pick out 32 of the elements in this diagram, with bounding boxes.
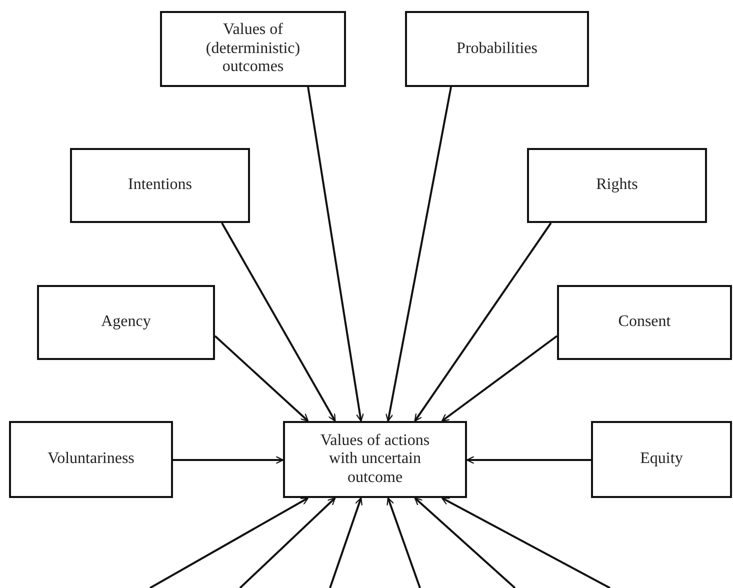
arrow: [441, 335, 558, 422]
arrow: [214, 335, 309, 422]
arrow: [385, 86, 452, 422]
box-label: Agency: [100, 313, 152, 332]
concept-box: [9, 421, 173, 498]
arrow: [466, 456, 591, 464]
box-label: Rights: [595, 176, 639, 195]
concept-box: [527, 148, 707, 223]
concept-box: [37, 285, 215, 360]
box-label: Equity: [639, 450, 684, 469]
box-label: Consent: [617, 313, 672, 332]
concept-box: [70, 148, 250, 223]
box-label: Voluntariness: [46, 450, 136, 469]
box-label: Values of (deterministic) outcomes: [204, 21, 302, 77]
arrow: [173, 456, 284, 464]
concept-box: [557, 285, 732, 360]
arrow: [221, 222, 336, 422]
concept-box: [160, 11, 346, 87]
arrow: [239, 497, 336, 588]
concept-box: [591, 421, 732, 498]
arrow: [414, 222, 552, 422]
arrow: [150, 497, 309, 588]
arrow: [329, 497, 363, 588]
arrow: [441, 497, 610, 588]
arrow: [414, 497, 516, 588]
box-label: Intentions: [127, 176, 193, 195]
concept-box: [283, 421, 467, 498]
arrow: [307, 86, 364, 422]
box-label: Values of actions with uncertain outcome: [319, 432, 431, 488]
arrow: [386, 497, 421, 588]
concept-box: [405, 11, 589, 87]
box-label: Probabilities: [456, 40, 538, 58]
